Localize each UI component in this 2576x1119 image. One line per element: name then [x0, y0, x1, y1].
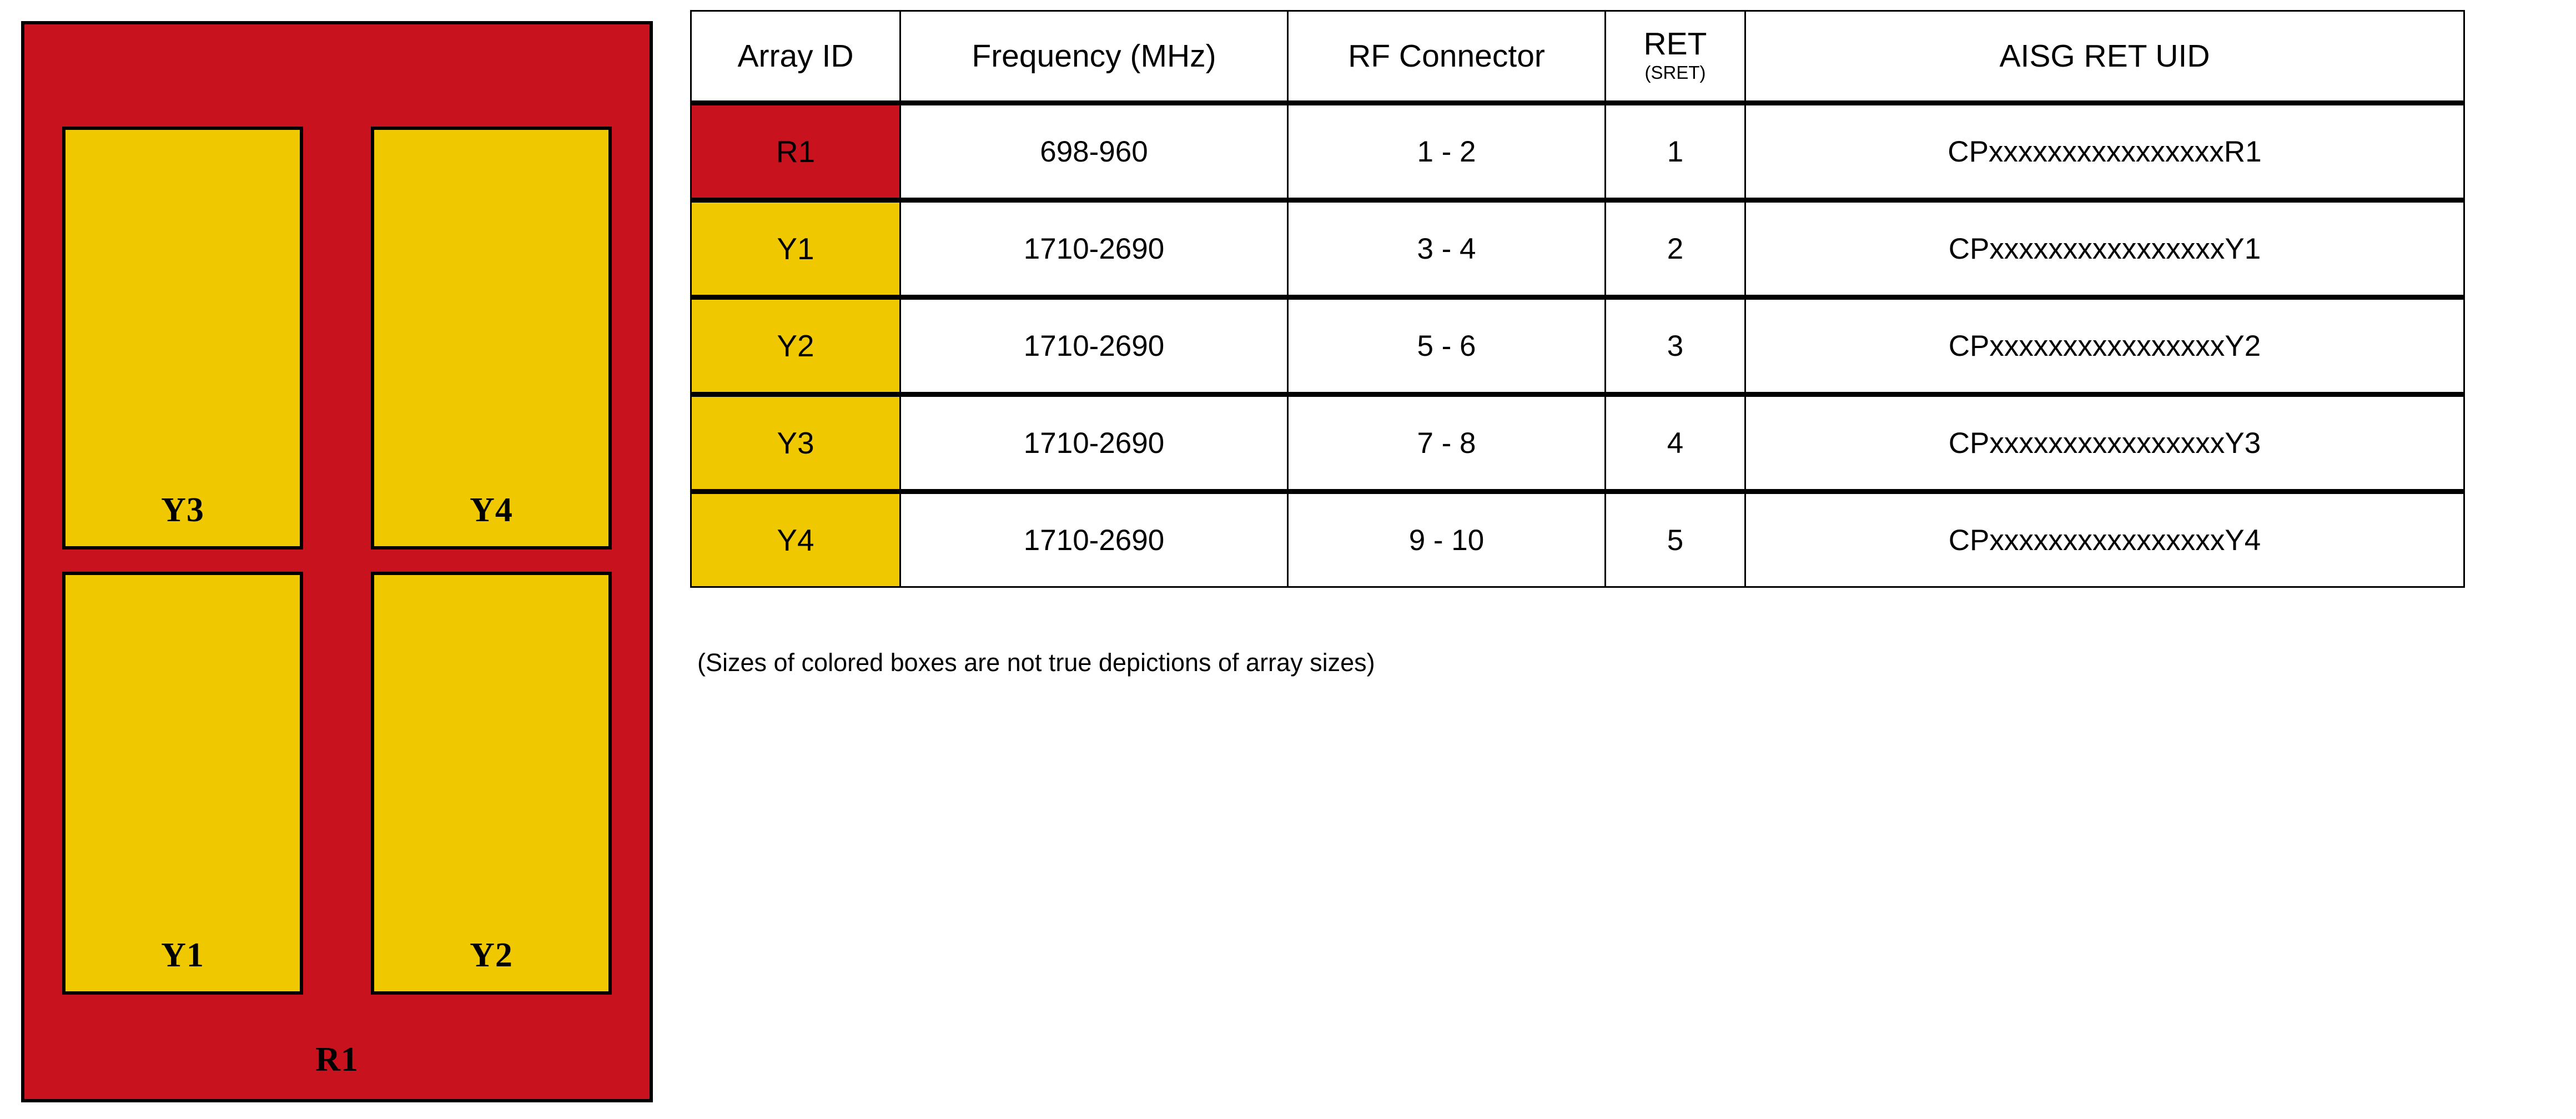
cell-array-id: Y4	[690, 489, 901, 588]
array-box-label-y4: Y4	[470, 491, 513, 529]
table-row: Y3 1710-2690 7 - 8 4 CPxxxxxxxxxxxxxxxxY…	[690, 392, 2465, 494]
cell-rf-connector: 7 - 8	[1287, 392, 1606, 494]
cell-ret: 1	[1604, 100, 1746, 203]
cell-rf-connector: 5 - 6	[1287, 295, 1606, 397]
column-header-aisg-ret-uid: AISG RET UID	[1744, 10, 2465, 105]
cell-frequency: 1710-2690	[899, 295, 1289, 397]
cell-ret: 3	[1604, 295, 1746, 397]
column-header-frequency: Frequency (MHz)	[899, 10, 1289, 105]
array-box-y3: Y3	[62, 127, 303, 550]
cell-aisg-ret-uid: CPxxxxxxxxxxxxxxxxY4	[1744, 489, 2465, 588]
cell-aisg-ret-uid: CPxxxxxxxxxxxxxxxxY2	[1744, 295, 2465, 397]
cell-frequency: 1710-2690	[899, 198, 1289, 300]
array-box-label-y3: Y3	[161, 491, 204, 529]
array-box-label-y2: Y2	[470, 936, 513, 974]
table-caption: (Sizes of colored boxes are not true dep…	[697, 648, 1375, 677]
cell-frequency: 698-960	[899, 100, 1289, 203]
antenna-panel-diagram: Y3 Y4 Y1 Y2 R1	[21, 21, 653, 1102]
column-header-ret-main: RET	[1643, 26, 1707, 62]
table-row: Y4 1710-2690 9 - 10 5 CPxxxxxxxxxxxxxxxx…	[690, 489, 2465, 588]
column-header-ret: RET (SRET)	[1604, 10, 1746, 105]
array-specification-table: Array ID Frequency (MHz) RF Connector RE…	[690, 10, 2465, 588]
panel-label-r1: R1	[315, 1041, 359, 1078]
cell-array-id: Y3	[690, 392, 901, 494]
cell-aisg-ret-uid: CPxxxxxxxxxxxxxxxxY1	[1744, 198, 2465, 300]
array-box-y4: Y4	[371, 127, 612, 550]
cell-aisg-ret-uid: CPxxxxxxxxxxxxxxxxY3	[1744, 392, 2465, 494]
cell-array-id: R1	[690, 100, 901, 203]
cell-rf-connector: 1 - 2	[1287, 100, 1606, 203]
table-row: Y2 1710-2690 5 - 6 3 CPxxxxxxxxxxxxxxxxY…	[690, 295, 2465, 397]
cell-frequency: 1710-2690	[899, 392, 1289, 494]
column-header-rf-connector: RF Connector	[1287, 10, 1606, 105]
cell-array-id: Y1	[690, 198, 901, 300]
cell-array-id: Y2	[690, 295, 901, 397]
table-row: R1 698-960 1 - 2 1 CPxxxxxxxxxxxxxxxxR1	[690, 100, 2465, 203]
cell-rf-connector: 9 - 10	[1287, 489, 1606, 588]
cell-ret: 2	[1604, 198, 1746, 300]
table-row: Y1 1710-2690 3 - 4 2 CPxxxxxxxxxxxxxxxxY…	[690, 198, 2465, 300]
cell-aisg-ret-uid: CPxxxxxxxxxxxxxxxxR1	[1744, 100, 2465, 203]
column-header-ret-sub: (SRET)	[1644, 62, 1706, 83]
array-box-y1: Y1	[62, 572, 303, 995]
column-header-array-id: Array ID	[690, 10, 901, 105]
cell-ret: 5	[1604, 489, 1746, 588]
array-box-label-y1: Y1	[161, 936, 204, 974]
cell-ret: 4	[1604, 392, 1746, 494]
array-box-y2: Y2	[371, 572, 612, 995]
cell-frequency: 1710-2690	[899, 489, 1289, 588]
cell-rf-connector: 3 - 4	[1287, 198, 1606, 300]
table-header-row: Array ID Frequency (MHz) RF Connector RE…	[690, 10, 2465, 105]
